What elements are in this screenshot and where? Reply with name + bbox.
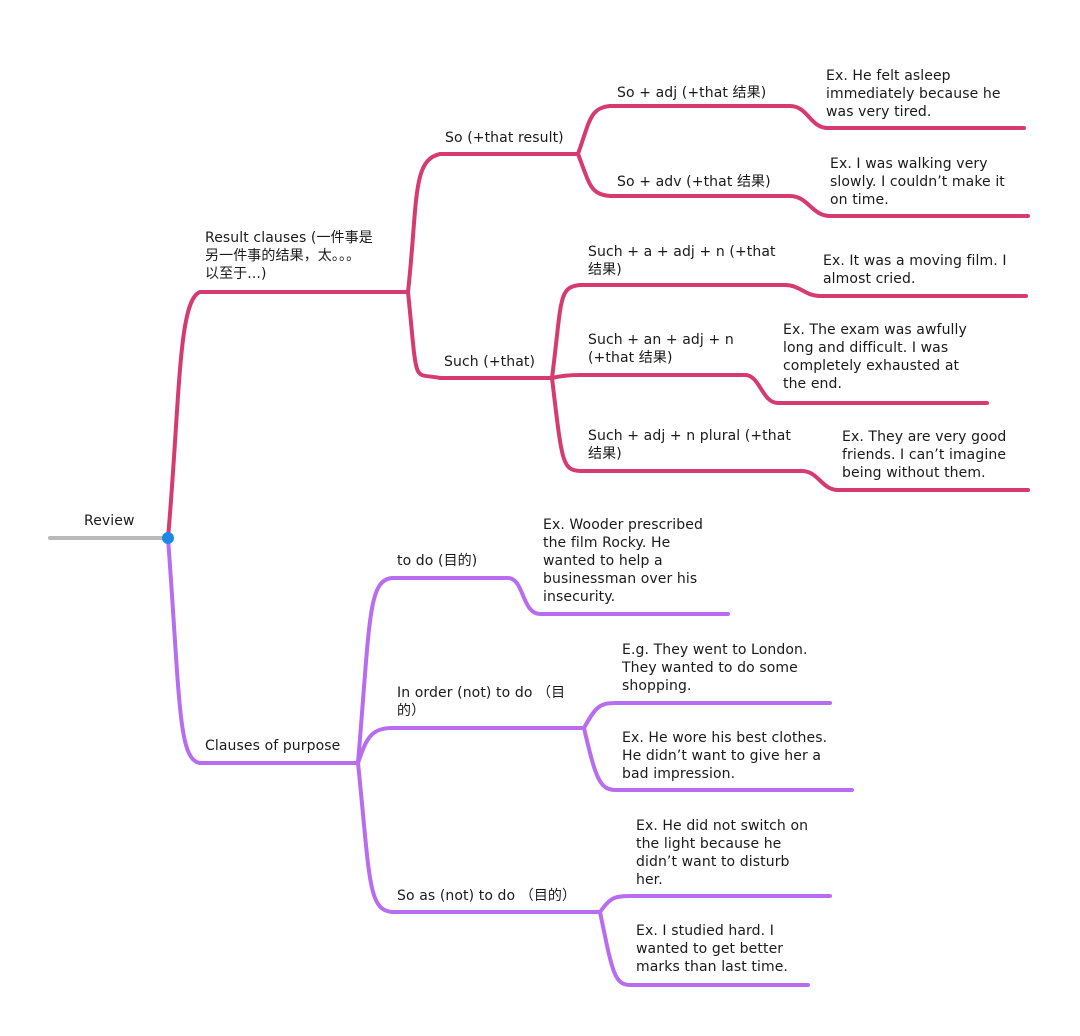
root-node-dot[interactable] — [162, 532, 174, 544]
example-line: completely exhausted at — [783, 358, 960, 374]
example-line: was very tired. — [826, 104, 932, 120]
node-result-clauses[interactable]: Result clauses (一件事是 另一件事的结果，太。。。 以至于...… — [205, 229, 373, 283]
node-result-clauses-line: Result clauses (一件事是 — [205, 230, 373, 246]
connector-root-result — [166, 290, 410, 540]
example-line: E.g. They went to London. — [622, 642, 808, 658]
example-line: being without them. — [842, 465, 986, 481]
connector-result-such — [406, 290, 554, 380]
example-line: Ex. They are very good — [842, 429, 1007, 445]
example-such-plural[interactable]: Ex. They are very good friends. I can’t … — [842, 428, 1006, 482]
node-such-plural[interactable]: Such + adj + n plural (+that 结果) — [588, 427, 791, 463]
node-clauses-of-purpose[interactable]: Clauses of purpose — [205, 738, 341, 754]
example-so-as-2[interactable]: Ex. I studied hard. I wanted to get bett… — [636, 922, 788, 976]
node-line: Such + a + adj + n (+that — [588, 244, 776, 260]
example-so-adj[interactable]: Ex. He felt asleep immediately because h… — [826, 67, 1001, 121]
node-line: 结果) — [588, 262, 622, 278]
connector-so-adj — [576, 104, 1026, 156]
connector-result-so — [406, 152, 580, 294]
connector-inorder-ex1 — [582, 701, 832, 730]
node-such-a[interactable]: Such + a + adj + n (+that 结果) — [588, 243, 776, 279]
example-to-do[interactable]: Ex. Wooder prescribed the film Rocky. He… — [543, 516, 703, 606]
example-line: on time. — [830, 192, 889, 208]
example-line: They wanted to do some — [622, 660, 798, 676]
node-to-do[interactable]: to do (目的) — [397, 553, 478, 569]
node-result-clauses-line: 另一件事的结果，太。。。 — [205, 248, 361, 264]
example-line: friends. I can’t imagine — [842, 447, 1007, 463]
example-line: Ex. The exam was awfully — [783, 322, 967, 338]
node-such-that[interactable]: Such (+that) — [444, 354, 536, 370]
example-line: shopping. — [622, 678, 692, 694]
example-line: wanted to get better — [636, 941, 784, 957]
example-line: Ex. Wooder prescribed — [543, 517, 703, 533]
node-line: 结果) — [588, 446, 622, 462]
node-so-that-result[interactable]: So (+that result) — [445, 130, 564, 146]
example-line: wanted to help a — [543, 553, 663, 569]
connector-soas-ex1 — [598, 894, 832, 914]
example-so-as-1[interactable]: Ex. He did not switch on the light becau… — [636, 817, 808, 889]
example-line: Ex. I was walking very — [830, 156, 988, 172]
connector-purpose-soas — [356, 761, 602, 914]
node-line: Such + adj + n plural (+that — [588, 428, 792, 444]
node-such-an[interactable]: Such + an + adj + n (+that 结果) — [588, 331, 734, 367]
connector-such-a — [550, 283, 1028, 380]
node-line: Such + an + adj + n — [588, 332, 734, 348]
example-line: Ex. It was a moving film. I — [823, 253, 1007, 269]
example-line: businessman over his — [543, 571, 698, 587]
connector-so-adv — [576, 152, 1030, 218]
node-so-adv[interactable]: So + adv (+that 结果) — [617, 174, 771, 190]
example-line: the end. — [783, 376, 843, 392]
node-review[interactable]: Review — [84, 513, 135, 529]
example-line: didn’t want to disturb — [636, 854, 790, 870]
example-line: Ex. He wore his best clothes. — [622, 730, 828, 746]
example-such-an[interactable]: Ex. The exam was awfully long and diffic… — [783, 321, 967, 393]
example-line: almost cried. — [823, 271, 916, 287]
example-line: her. — [636, 872, 663, 888]
node-so-as-to-do[interactable]: So as (not) to do （目的） — [397, 888, 577, 904]
example-line: Ex. I studied hard. I — [636, 923, 774, 939]
example-in-order-2[interactable]: Ex. He wore his best clothes. He didn’t … — [622, 729, 827, 783]
example-line: He didn’t want to give her a — [622, 748, 822, 764]
connector-such-plural — [550, 376, 1030, 492]
example-in-order-1[interactable]: E.g. They went to London. They wanted to… — [622, 641, 808, 695]
node-line: 的） — [397, 703, 426, 719]
node-in-order-to-do[interactable]: In order (not) to do （目 的） — [397, 684, 565, 720]
connector-root-purpose — [166, 536, 360, 765]
example-line: bad impression. — [622, 766, 736, 782]
example-line: Ex. He did not switch on — [636, 818, 809, 834]
example-line: slowly. I couldn’t make it — [830, 174, 1005, 190]
connector-soas-ex2 — [598, 910, 810, 987]
example-line: insecurity. — [543, 589, 616, 605]
example-line: the light because he — [636, 836, 782, 852]
example-line: long and difficult. I was — [783, 340, 949, 356]
connector-such-an — [550, 373, 989, 405]
node-result-clauses-line: 以至于...) — [205, 266, 267, 282]
example-such-a[interactable]: Ex. It was a moving film. I almost cried… — [823, 252, 1007, 288]
example-so-adv[interactable]: Ex. I was walking very slowly. I couldn’… — [830, 155, 1005, 209]
example-line: immediately because he — [826, 86, 1001, 102]
example-line: marks than last time. — [636, 959, 788, 975]
connector-inorder-ex2 — [582, 726, 854, 792]
node-line: In order (not) to do （目 — [397, 685, 566, 701]
example-line: Ex. He felt asleep — [826, 68, 951, 84]
connector-purpose-inorder — [356, 726, 586, 765]
connector-purpose-todo — [356, 576, 730, 765]
node-line: (+that 结果) — [588, 350, 673, 366]
node-so-adj[interactable]: So + adj (+that 结果) — [617, 85, 767, 101]
example-line: the film Rocky. He — [543, 535, 671, 551]
